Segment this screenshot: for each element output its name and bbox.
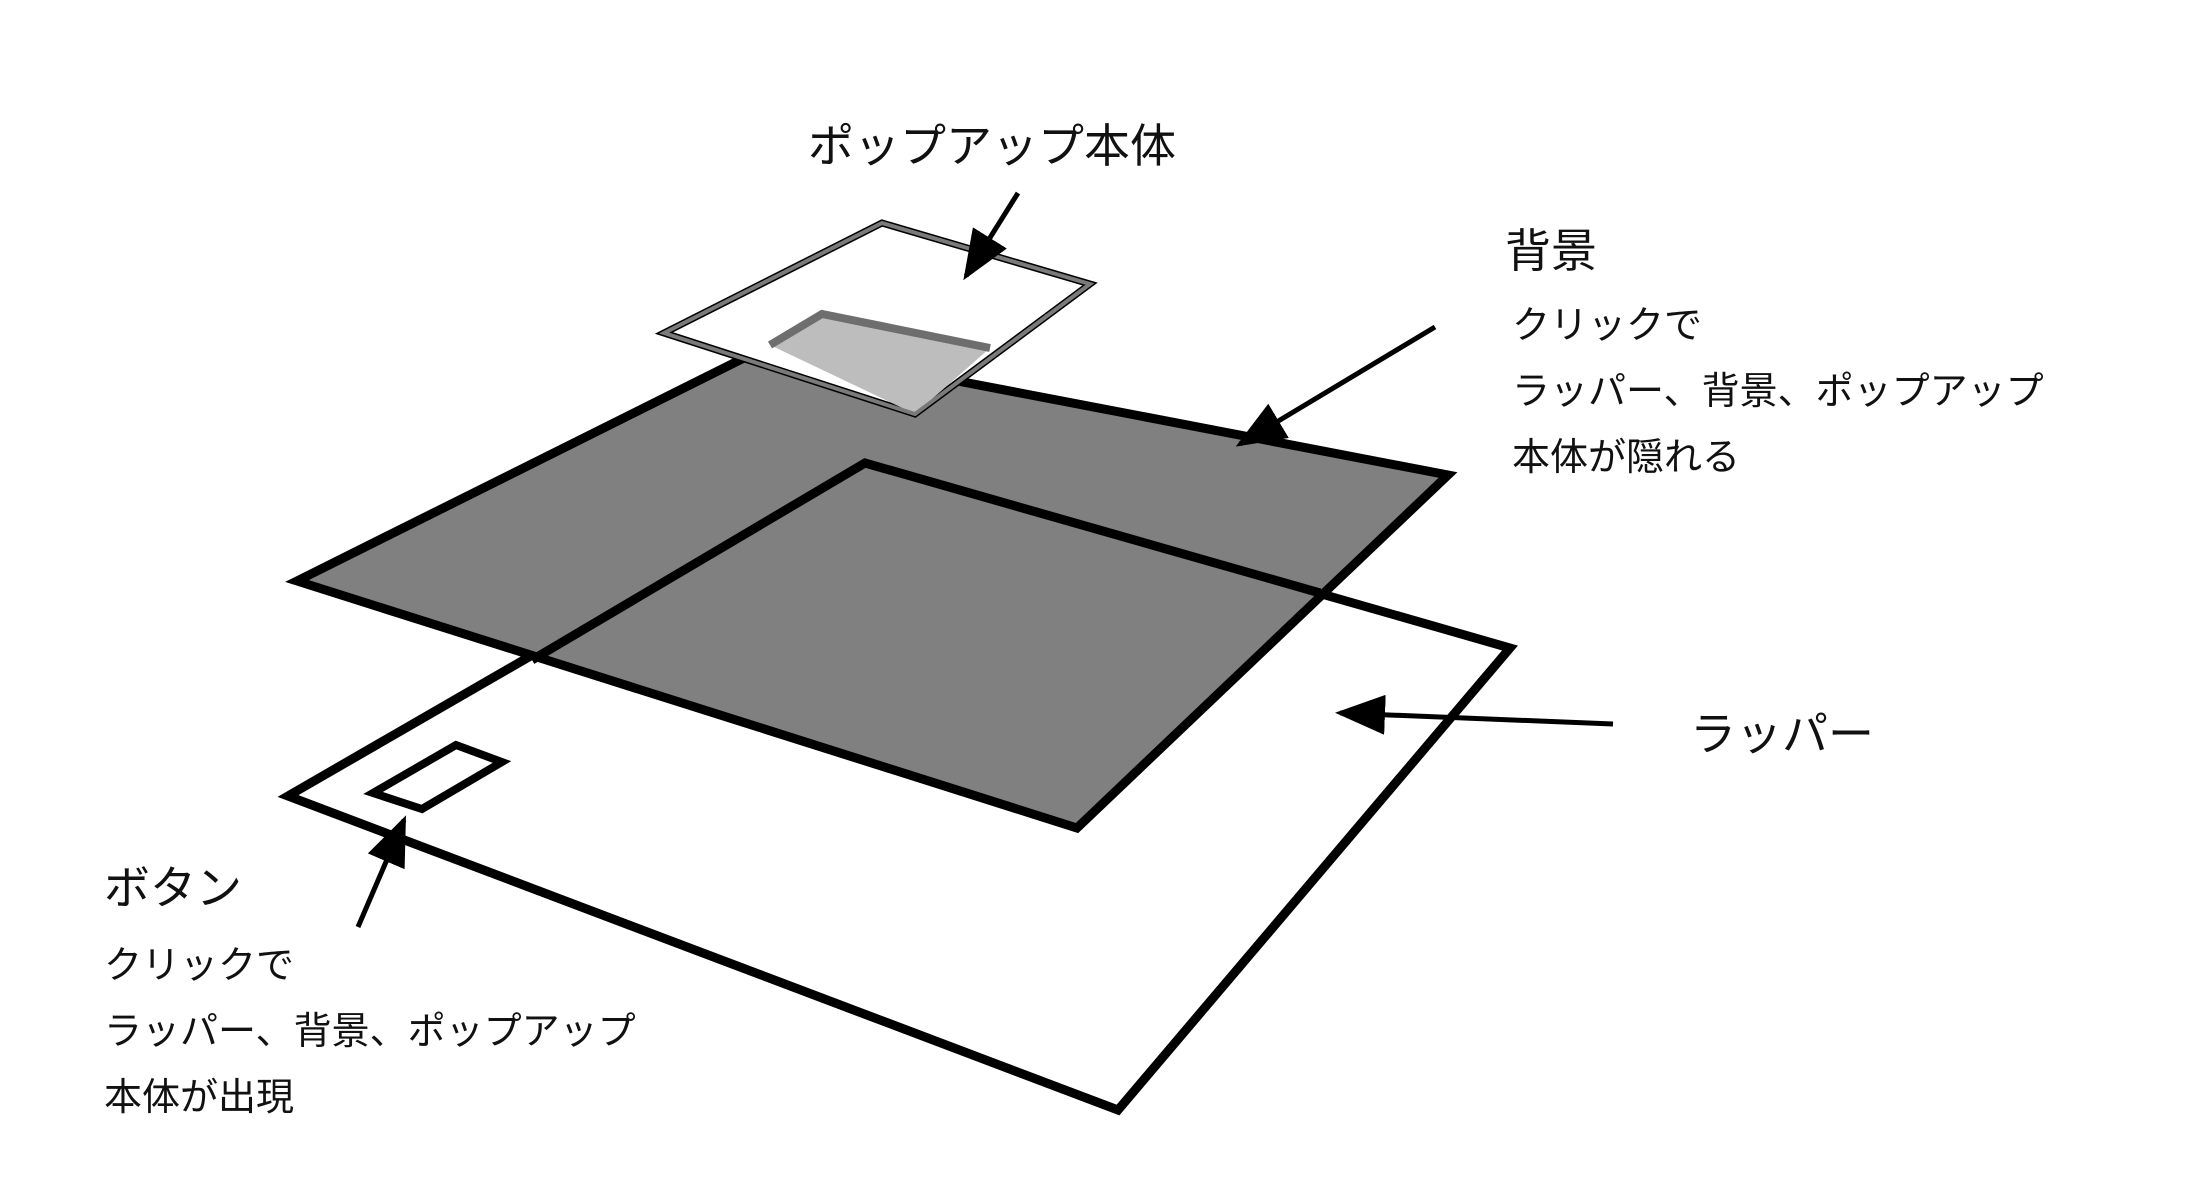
wrapper-title: ラッパー [1690, 707, 1874, 761]
wrapper-edge-through [529, 458, 1322, 664]
arrow-background [1235, 324, 1437, 447]
button-shape[interactable] [363, 740, 512, 814]
background-description: クリックで ラッパー、背景、ポップアップ 本体が隠れる [1512, 292, 2044, 490]
arrow-wrapper [1335, 694, 1614, 735]
background-description-line: クリックで [1512, 303, 1703, 347]
arrow-button [355, 815, 407, 928]
button-description-line: クリックで [104, 943, 295, 987]
popup-outline [658, 220, 1095, 417]
arrow-popup [963, 191, 1021, 281]
background-layer [285, 340, 1458, 834]
background-description-line: 本体が隠れる [1512, 435, 1741, 479]
background-title: 背景 [1505, 224, 1597, 278]
button-description-line: 本体が出現 [104, 1075, 295, 1119]
button-description: クリックで ラッパー、背景、ポップアップ 本体が出現 [104, 932, 636, 1130]
popup-title: ポップアップ本体 [808, 119, 1176, 173]
background-description-line: ラッパー、背景、ポップアップ [1512, 369, 2044, 413]
popup-overlap-edge [767, 309, 991, 352]
button-description-line: ラッパー、背景、ポップアップ [104, 1009, 636, 1053]
button-title: ボタン [104, 861, 242, 915]
